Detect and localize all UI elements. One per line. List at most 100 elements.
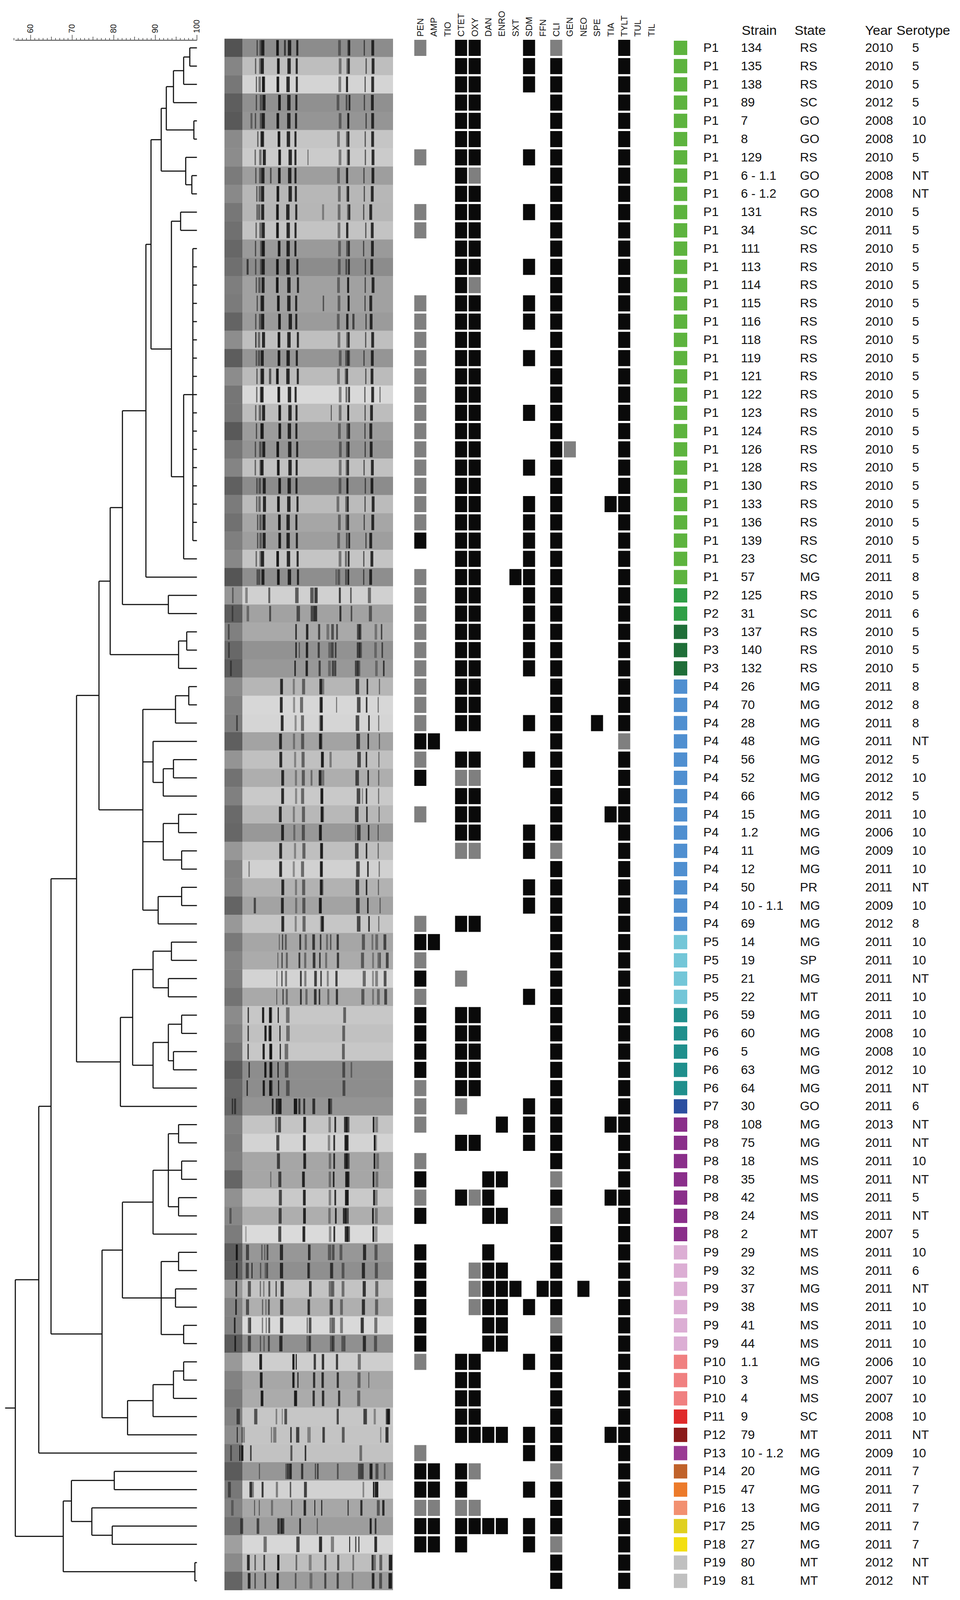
gel-band	[333, 1226, 336, 1242]
gel-band	[337, 313, 340, 330]
state-cell: RS	[799, 369, 818, 383]
gel-lane-edge	[224, 148, 243, 167]
gel-band	[295, 1353, 297, 1370]
gel-band	[339, 1243, 343, 1260]
gel-band	[300, 988, 302, 1005]
scale-tick	[155, 34, 157, 41]
pulsotype-swatch	[673, 1427, 688, 1442]
pulsotype-cell: P1	[703, 151, 719, 164]
gel-band	[367, 714, 370, 731]
gel-band	[261, 1243, 263, 1260]
gel-band	[320, 915, 323, 932]
dendrogram-branch	[168, 1023, 182, 1025]
gel-band	[332, 1171, 335, 1187]
gel-band	[262, 1317, 264, 1333]
gel-band	[258, 277, 261, 293]
dendrogram-branch	[142, 761, 153, 763]
resistant-cell	[455, 1480, 468, 1498]
gel-lane-edge	[224, 932, 243, 952]
year-cell: 2010	[865, 351, 893, 365]
gel-band	[288, 313, 292, 330]
year-cell: 2008	[865, 187, 893, 200]
resistant-cell	[550, 1444, 563, 1461]
gel-band	[261, 277, 265, 293]
pulsotype-cell: P1	[703, 479, 719, 492]
resistant-cell	[427, 933, 440, 950]
gel-band	[280, 714, 284, 731]
resistant-cell	[618, 641, 631, 658]
resistant-cell	[468, 39, 481, 56]
gel-band	[348, 386, 351, 403]
gel-lane	[224, 549, 394, 568]
dendrogram-branch	[192, 503, 197, 505]
gel-band	[318, 1535, 322, 1552]
gel-band	[300, 787, 305, 804]
gel-lane-edge	[224, 1133, 243, 1152]
gel-band	[275, 1280, 277, 1297]
gel-lane	[224, 1297, 394, 1316]
gel-band	[277, 496, 280, 512]
gel-band	[373, 1408, 377, 1425]
gel-lane	[224, 731, 394, 751]
gel-band	[292, 1371, 295, 1388]
resistant-cell	[523, 39, 536, 56]
gel-band	[313, 605, 318, 622]
gel-band	[296, 605, 301, 622]
resistant-cell	[618, 222, 631, 239]
gel-band	[334, 1189, 337, 1206]
gel-band	[286, 1025, 290, 1041]
resistant-cell	[427, 1462, 440, 1479]
dendrogram-branch	[173, 1050, 197, 1053]
dendrogram-branch	[181, 868, 197, 870]
gel-lane	[224, 275, 394, 295]
dendrogram-branch	[163, 822, 179, 825]
gel-band	[346, 350, 349, 366]
gel-band	[312, 952, 316, 969]
gel-band	[256, 204, 258, 220]
resistant-cell	[550, 203, 563, 220]
strain-cell: 119	[740, 351, 762, 365]
gel-band	[261, 1481, 264, 1498]
resistant-cell	[482, 1207, 495, 1224]
gel-band	[286, 240, 291, 257]
serotype-cell: 5	[912, 460, 920, 474]
scale-tick	[21, 38, 23, 41]
gel-band	[268, 1280, 271, 1297]
gel-band	[308, 1335, 312, 1351]
resistant-cell	[523, 1353, 536, 1370]
gel-band	[260, 1390, 264, 1406]
gel-band	[338, 1390, 341, 1406]
intermediate-cell	[414, 367, 427, 385]
resistant-cell	[550, 732, 563, 749]
gel-band	[282, 988, 284, 1005]
resistant-cell	[618, 532, 631, 549]
gel-band	[346, 532, 348, 549]
resistant-cell	[414, 1061, 427, 1078]
gel-band	[287, 569, 292, 585]
intermediate-cell	[468, 842, 481, 859]
resistant-cell	[550, 678, 563, 695]
pulsotype-cell: P1	[703, 96, 719, 109]
gel-band	[336, 496, 340, 512]
dendrogram-branch	[38, 1105, 51, 1107]
gel-band	[262, 477, 267, 494]
gel-band	[356, 861, 360, 877]
resistant-cell	[523, 1480, 536, 1498]
resistant-cell	[414, 1171, 427, 1188]
gel-band	[258, 405, 262, 421]
gel-lane	[224, 968, 394, 988]
dendrogram-branch	[163, 858, 182, 861]
gel-band	[295, 422, 298, 439]
gel-band	[295, 769, 298, 786]
gel-lane	[224, 403, 394, 423]
gel-band	[370, 368, 374, 385]
resistant-cell	[455, 258, 468, 275]
gel-band	[383, 660, 385, 677]
gel-band	[299, 934, 301, 950]
dendrogram-branch	[186, 630, 198, 633]
gel-band	[345, 496, 347, 512]
gel-band	[363, 204, 365, 220]
state-cell: GO	[799, 187, 820, 200]
gel-lane	[224, 914, 394, 933]
resistant-cell	[455, 149, 468, 166]
